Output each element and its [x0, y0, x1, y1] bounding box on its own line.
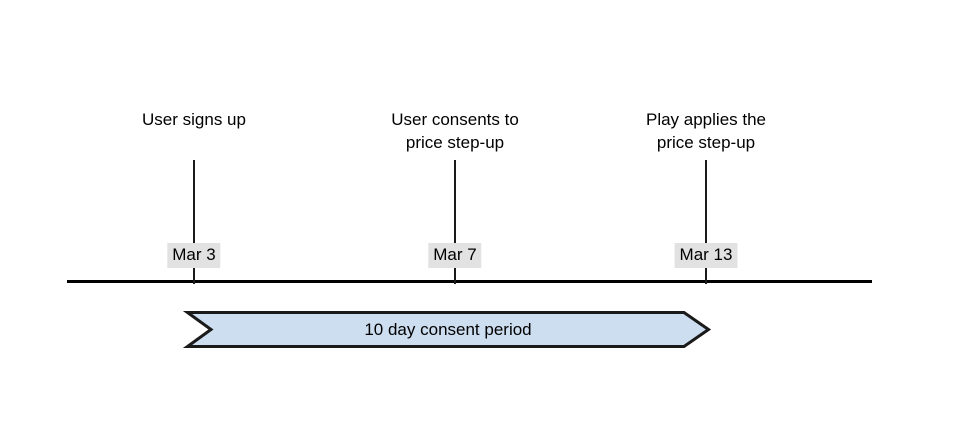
milestone-tick-icon	[454, 160, 456, 284]
milestone-date-badge: Mar 3	[167, 243, 221, 268]
consent-period-banner-shape[interactable]	[186, 311, 710, 348]
milestone-label: User signs up	[142, 110, 246, 129]
milestone-tick-icon	[705, 160, 707, 284]
milestone-tick-icon	[193, 160, 195, 284]
timeline-axis	[67, 280, 872, 283]
milestone-label: Play applies the price step-up	[645, 110, 767, 152]
milestone-label: User consents to price step-up	[391, 110, 519, 152]
milestone-date-badge: Mar 13	[674, 243, 738, 268]
milestone-date-badge: Mar 7	[428, 243, 482, 268]
arrow-banner-icon	[188, 313, 709, 347]
